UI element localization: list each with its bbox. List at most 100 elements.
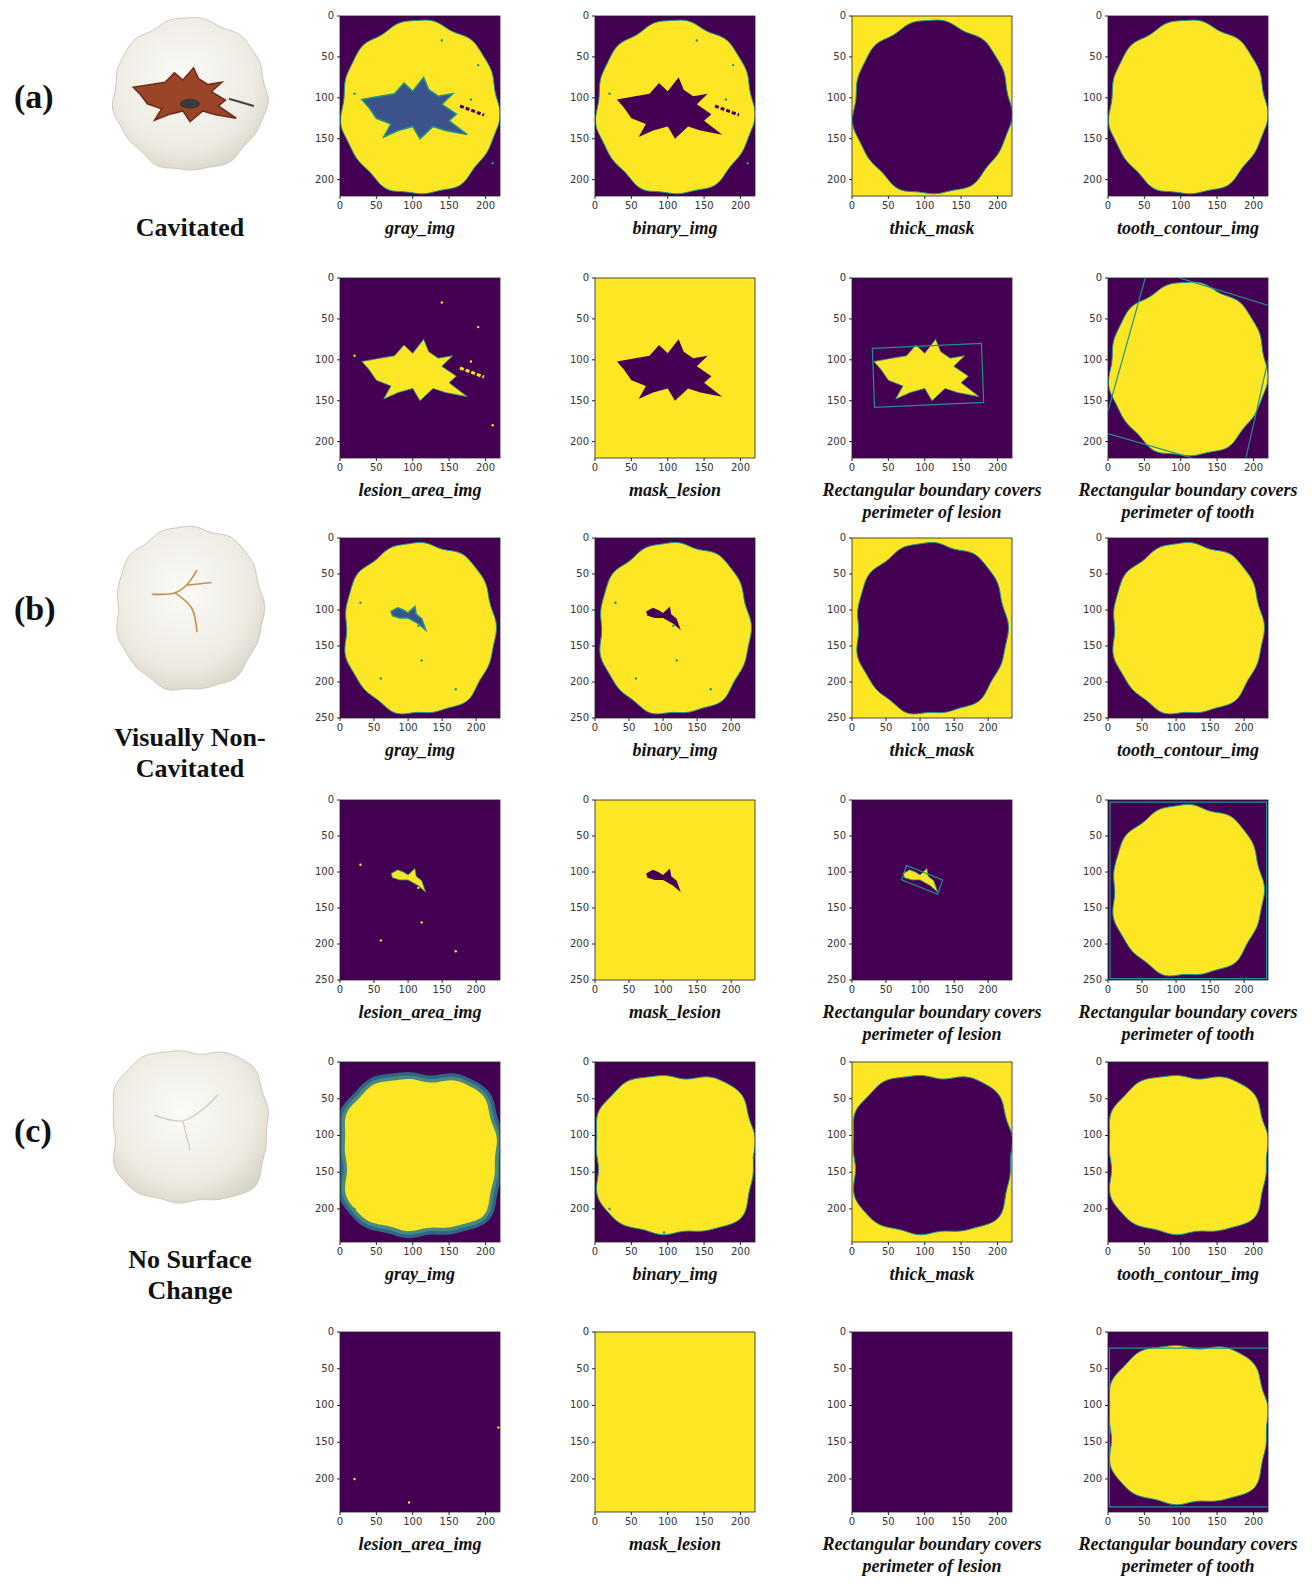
axis-tick-label: 200 bbox=[816, 1473, 846, 1485]
tick-mark bbox=[849, 56, 852, 57]
tick-mark bbox=[337, 1062, 340, 1063]
tick-mark bbox=[595, 196, 596, 199]
tick-mark bbox=[924, 196, 925, 199]
axis-tick-label: 100 bbox=[1161, 984, 1191, 996]
axis-tick-label: 0 bbox=[816, 794, 846, 806]
axis-tick-label: 250 bbox=[559, 712, 589, 724]
axis-tick-label: 100 bbox=[1072, 866, 1102, 878]
tick-mark bbox=[337, 682, 340, 683]
tick-mark bbox=[592, 278, 595, 279]
probe-mark bbox=[715, 106, 739, 115]
axis-tick-label: 200 bbox=[470, 462, 500, 474]
axis-tick-label: 200 bbox=[461, 984, 491, 996]
axis-tick-label: 150 bbox=[304, 395, 334, 407]
probe-mark bbox=[229, 99, 254, 106]
noise-speck bbox=[417, 625, 419, 627]
tooth-mask bbox=[857, 542, 1009, 714]
axes-frame bbox=[595, 1062, 755, 1242]
plot-background bbox=[340, 278, 500, 458]
axis-tick-label: 200 bbox=[470, 1246, 500, 1258]
axis-tick-label: 50 bbox=[616, 1246, 646, 1258]
axis-tick-label: 0 bbox=[325, 1246, 355, 1258]
tick-mark bbox=[1210, 980, 1211, 983]
panel-caption: tooth_contour_img bbox=[1076, 1264, 1300, 1286]
plot-panel bbox=[592, 1332, 755, 1515]
tick-mark bbox=[731, 718, 732, 721]
tick-mark bbox=[852, 1512, 853, 1515]
axis-tick-label: 150 bbox=[304, 1166, 334, 1178]
axis-tick-label: 100 bbox=[1161, 722, 1191, 734]
tick-mark bbox=[1253, 458, 1254, 461]
tick-mark bbox=[1105, 1172, 1108, 1173]
tick-mark bbox=[1105, 138, 1108, 139]
axis-tick-label: 200 bbox=[1238, 462, 1268, 474]
axis-tick-label: 0 bbox=[1093, 462, 1123, 474]
tick-mark bbox=[408, 718, 409, 721]
tick-mark bbox=[592, 1135, 595, 1136]
axis-tick-label: 0 bbox=[325, 722, 355, 734]
tick-mark bbox=[592, 138, 595, 139]
tick-mark bbox=[449, 458, 450, 461]
axes-frame bbox=[852, 16, 1012, 196]
axis-tick-label: 50 bbox=[359, 984, 389, 996]
axis-tick-label: 150 bbox=[434, 462, 464, 474]
plot-background bbox=[340, 538, 500, 718]
tick-mark bbox=[595, 718, 596, 721]
axis-tick-label: 0 bbox=[837, 1246, 867, 1258]
plot-background bbox=[340, 800, 500, 980]
tick-mark bbox=[337, 538, 340, 539]
tick-mark bbox=[1105, 1368, 1108, 1369]
tick-mark bbox=[449, 1512, 450, 1515]
tick-mark bbox=[1180, 1242, 1181, 1245]
tick-mark bbox=[476, 718, 477, 721]
tick-mark bbox=[1144, 1242, 1145, 1245]
tick-mark bbox=[337, 400, 340, 401]
axis-tick-label: 150 bbox=[427, 984, 457, 996]
axis-tick-label: 200 bbox=[1238, 1246, 1268, 1258]
axis-tick-label: 50 bbox=[559, 1363, 589, 1375]
tick-mark bbox=[852, 980, 853, 983]
lesion-region bbox=[874, 339, 979, 400]
tick-mark bbox=[449, 1242, 450, 1245]
noise-speck bbox=[710, 688, 712, 690]
axis-tick-label: 50 bbox=[873, 462, 903, 474]
axis-tick-label: 200 bbox=[304, 436, 334, 448]
tick-mark bbox=[1105, 538, 1108, 539]
tick-mark bbox=[920, 980, 921, 983]
tick-mark bbox=[592, 944, 595, 945]
axis-tick-label: 200 bbox=[304, 174, 334, 186]
noise-speck bbox=[747, 162, 749, 164]
tick-mark bbox=[337, 1405, 340, 1406]
plot-panel bbox=[337, 1332, 500, 1515]
tick-mark bbox=[412, 458, 413, 461]
tick-mark bbox=[592, 1478, 595, 1479]
axis-tick-label: 100 bbox=[653, 1246, 683, 1258]
tick-mark bbox=[852, 196, 853, 199]
axis-tick-label: 50 bbox=[559, 568, 589, 580]
axis-tick-label: 50 bbox=[1072, 51, 1102, 63]
axis-tick-label: 200 bbox=[716, 984, 746, 996]
tooth-photo bbox=[113, 1051, 268, 1203]
tick-mark bbox=[592, 56, 595, 57]
axis-tick-label: 100 bbox=[1166, 200, 1196, 212]
tick-mark bbox=[592, 836, 595, 837]
tick-mark bbox=[849, 1062, 852, 1063]
axis-tick-label: 250 bbox=[816, 974, 846, 986]
axis-tick-label: 50 bbox=[304, 1093, 334, 1105]
tick-mark bbox=[592, 574, 595, 575]
axis-tick-label: 0 bbox=[325, 462, 355, 474]
tick-mark bbox=[1176, 718, 1177, 721]
panel-caption: gray_img bbox=[308, 1264, 532, 1286]
noise-speck bbox=[441, 39, 443, 41]
axis-tick-label: 50 bbox=[361, 1246, 391, 1258]
plot-background bbox=[1108, 538, 1268, 718]
axis-tick-label: 150 bbox=[816, 640, 846, 652]
axis-tick-label: 0 bbox=[580, 200, 610, 212]
axis-tick-label: 150 bbox=[1072, 1436, 1102, 1448]
axis-tick-label: 150 bbox=[946, 1246, 976, 1258]
axes-frame bbox=[852, 1062, 1012, 1242]
axes-frame bbox=[1108, 538, 1268, 718]
tick-mark bbox=[1105, 1208, 1108, 1209]
axis-tick-label: 200 bbox=[470, 200, 500, 212]
noise-speck bbox=[353, 93, 355, 95]
